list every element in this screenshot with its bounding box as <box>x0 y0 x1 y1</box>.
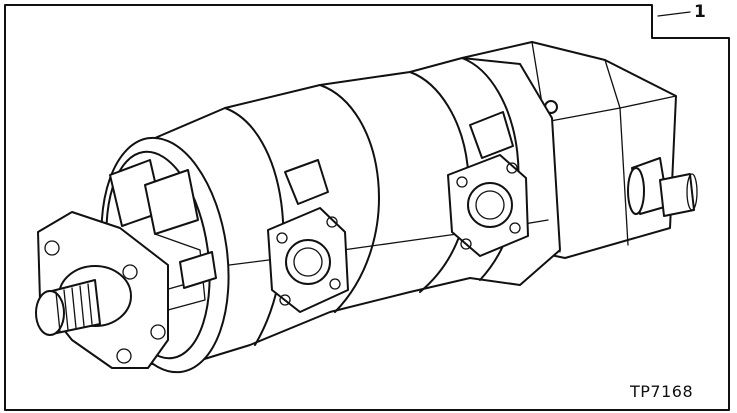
callout-leader <box>657 11 691 17</box>
pump-body <box>129 57 561 369</box>
figure-frame <box>4 4 730 411</box>
rear-shaft <box>627 157 698 217</box>
front-face-ribs <box>109 159 217 311</box>
splined-shaft <box>35 265 132 336</box>
figure-id: TP7168 <box>630 382 694 401</box>
callout-number: 1 <box>694 2 706 22</box>
port-flange-rear <box>447 111 529 257</box>
port-flange-front <box>267 159 349 313</box>
